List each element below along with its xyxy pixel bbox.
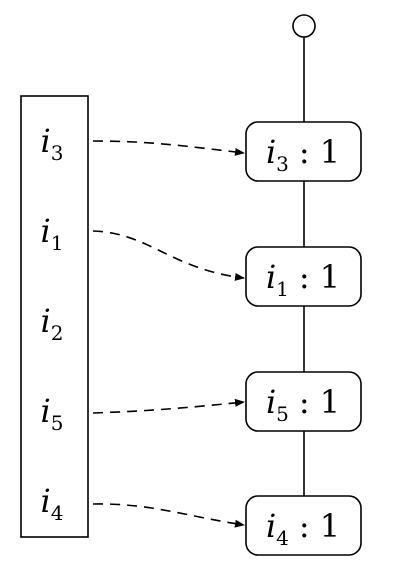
item-list-box	[20, 95, 89, 538]
list-item-i4: i4	[41, 482, 64, 525]
tree-node-box-3	[245, 371, 362, 432]
link-arrow-i5	[92, 398, 245, 414]
list-item-i1: i1	[41, 212, 64, 255]
link-arrow-i4	[92, 503, 245, 528]
tree-node-box-1	[245, 121, 362, 182]
tree-node-label-1: i3:1	[266, 133, 340, 176]
tree-node-label-3: i5:1	[266, 383, 340, 426]
tree-node-box-4	[245, 495, 362, 556]
tree-node-label-4: i4:1	[266, 507, 340, 550]
tree-node-label-2: i1:1	[266, 258, 340, 301]
list-item-i2: i2	[41, 302, 64, 345]
list-item-i3: i3	[41, 122, 64, 165]
link-arrow-i1	[92, 230, 245, 281]
root-node-circle	[292, 14, 316, 38]
link-arrow-i3	[92, 140, 245, 156]
tree-node-box-2	[245, 246, 362, 307]
list-item-i5: i5	[41, 392, 64, 435]
